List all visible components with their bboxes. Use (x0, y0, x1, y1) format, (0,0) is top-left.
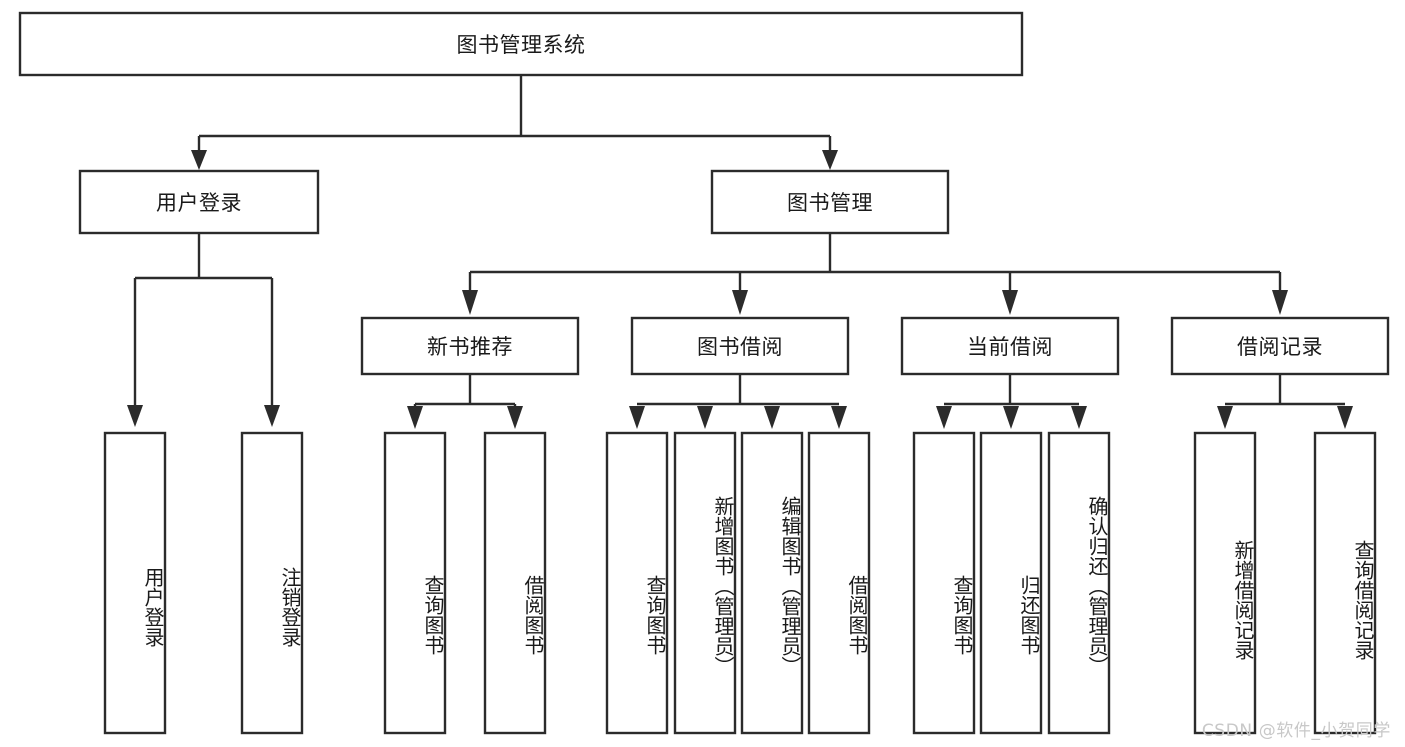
connector-group-book-management (462, 234, 1288, 315)
arrow-to-book-borrow (732, 290, 748, 315)
arrow-to-leaf-query-book-2 (629, 406, 645, 429)
connector-group-book-borrow (629, 374, 847, 429)
node-box-user-login[interactable] (78, 169, 320, 235)
arrow-to-leaf-query-book-3 (936, 406, 952, 429)
arrow-to-borrow-record (1272, 290, 1288, 315)
node-box-leaf-query-book-2[interactable] (605, 431, 669, 735)
node-box-leaf-borrow-book-2[interactable] (807, 431, 871, 735)
node-box-leaf-user-login[interactable] (103, 431, 167, 735)
arrow-to-leaf-edit-book (764, 406, 780, 429)
arrow-to-leaf-return-book (1003, 406, 1019, 429)
node-box-leaf-query-book-3[interactable] (912, 431, 976, 735)
arrow-to-leaf-query-book-1 (407, 406, 423, 429)
node-box-leaf-query-record[interactable] (1313, 431, 1377, 735)
arrow-to-leaf-borrow-book-1 (507, 406, 523, 429)
node-box-leaf-borrow-book-1[interactable] (483, 431, 547, 735)
arrow-to-leaf-query-record (1337, 406, 1353, 429)
node-box-book-management[interactable] (710, 169, 950, 235)
arrow-to-current-borrow (1002, 290, 1018, 315)
node-box-leaf-add-record[interactable] (1193, 431, 1257, 735)
arrow-to-new-book-recommend (462, 290, 478, 315)
node-box-current-borrow[interactable] (900, 316, 1120, 376)
arrow-to-leaf-confirm-return (1071, 406, 1087, 429)
connector-group-root (191, 75, 838, 170)
arrow-to-leaf-add-record (1217, 406, 1233, 429)
node-box-leaf-edit-book[interactable] (740, 431, 804, 735)
connector-group-borrow-record (1217, 374, 1353, 429)
node-box-leaf-user-logout[interactable] (240, 431, 304, 735)
node-box-borrow-record[interactable] (1170, 316, 1390, 376)
node-box-leaf-query-book-1[interactable] (383, 431, 447, 735)
arrow-to-leaf-borrow-book-2 (831, 406, 847, 429)
node-box-root[interactable] (18, 11, 1024, 77)
node-box-new-book-recommend[interactable] (360, 316, 580, 376)
arrow-to-leaf-add-book (697, 406, 713, 429)
node-box-book-borrow[interactable] (630, 316, 850, 376)
connector-group-current-borrow (936, 374, 1087, 429)
node-box-leaf-confirm-return[interactable] (1047, 431, 1111, 735)
arrow-root-to-user-login (191, 150, 207, 170)
arrow-to-leaf-user-logout (264, 405, 280, 427)
node-box-leaf-add-book[interactable] (673, 431, 737, 735)
arrow-root-to-book-management (822, 150, 838, 170)
arrow-to-leaf-user-login (127, 405, 143, 427)
connector-group-new-book-recommend (407, 374, 523, 429)
connector-group-user-login (127, 234, 280, 427)
node-box-leaf-return-book[interactable] (979, 431, 1043, 735)
